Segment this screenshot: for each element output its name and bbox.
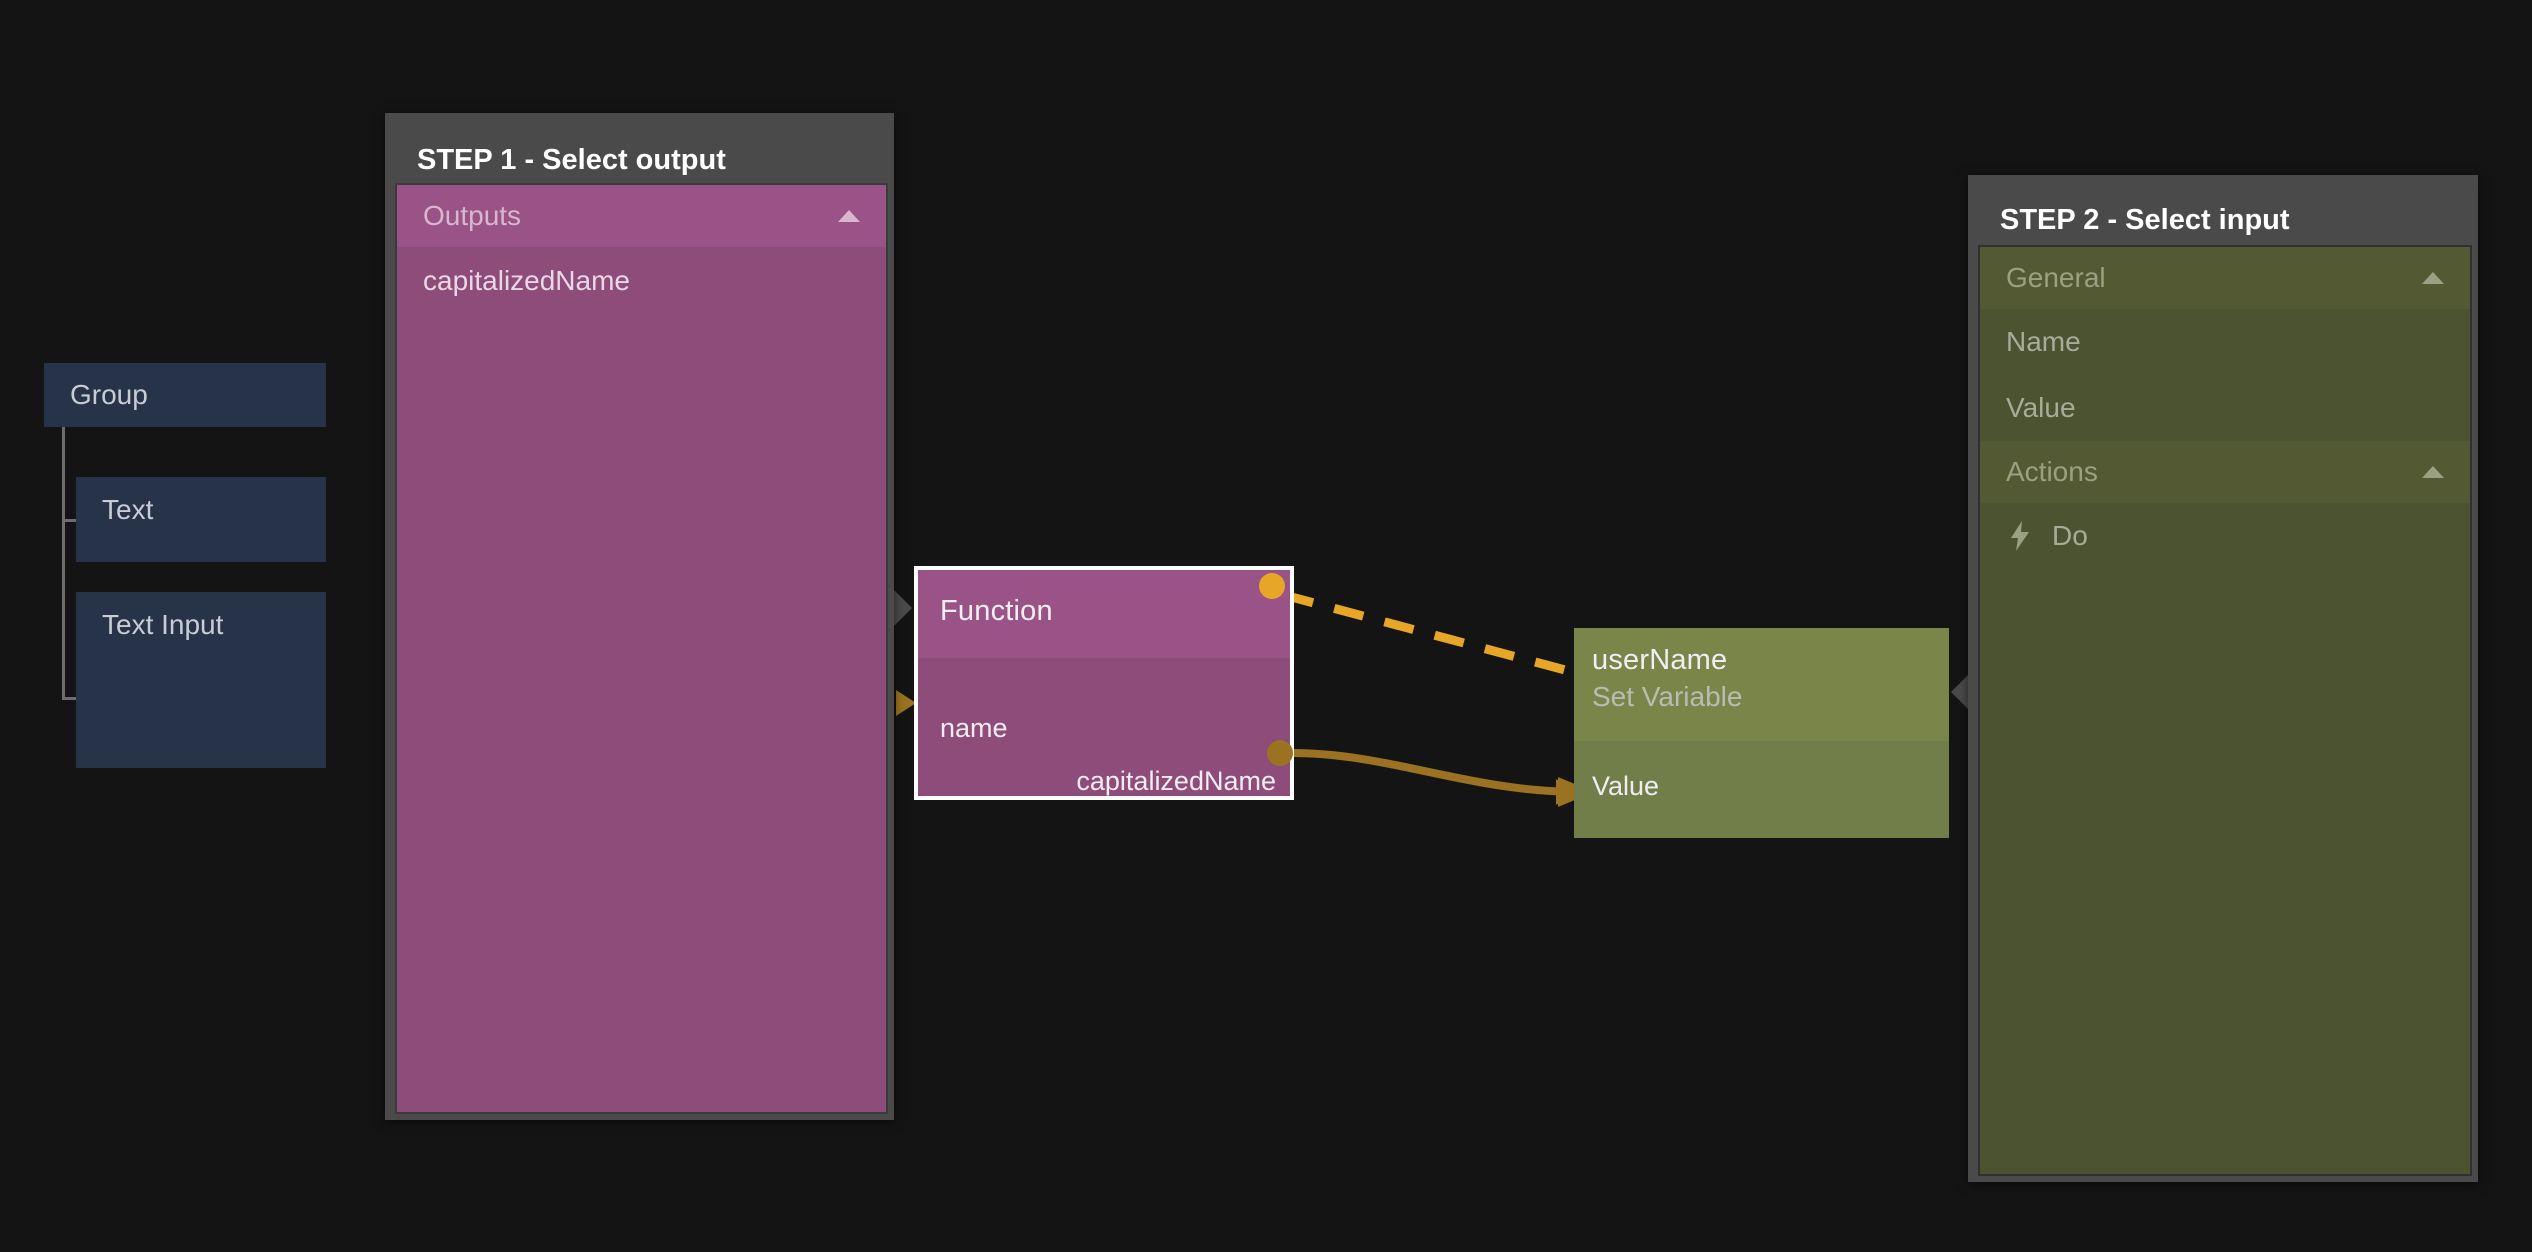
function-node-title: Function [940,595,1053,627]
setvar-exec-in-triangle[interactable] [1951,674,1969,710]
chevron-up-icon[interactable] [2422,272,2444,284]
setvar-value-input-arrow[interactable] [1556,779,1576,805]
step2-group-actions-label: Actions [2006,456,2098,487]
chevron-up-icon[interactable] [2422,466,2444,478]
function-output-capitalizedname-dot[interactable] [1267,740,1293,766]
setvar-node[interactable]: userName Set Variable Value [1574,628,1949,838]
tree-node-text-input-label: Text Input [102,609,224,640]
step2-list[interactable]: General Name Value Actions Do [1978,245,2472,1176]
function-node-body: name capitalizedName [918,658,1290,796]
tree-node-text-label: Text [102,494,154,525]
lightning-bolt-icon [2008,521,2032,551]
function-input-name-label: name [940,713,1008,743]
tree-connector-line [62,427,65,700]
setvar-node-title: userName [1592,644,1728,676]
step1-item-capitalizedname-label: capitalizedName [423,265,630,296]
function-output-capitalizedname-label: capitalizedName [1076,766,1276,796]
step2-title: STEP 2 - Select input [2000,204,2290,236]
setvar-node-header: userName Set Variable [1574,628,1949,741]
step1-list[interactable]: Outputs capitalizedName [395,183,888,1114]
tree-node-text-input[interactable]: Text Input [76,592,326,768]
function-name-input-arrow[interactable] [896,690,916,716]
step2-item-do-label: Do [2052,520,2088,551]
step2-group-general[interactable]: General [1980,247,2470,309]
step1-item-capitalizedname[interactable]: capitalizedName [397,247,886,315]
tree-node-group-label: Group [70,379,148,410]
step1-group-outputs[interactable]: Outputs [397,185,886,247]
step1-group-outputs-label: Outputs [423,200,522,231]
step2-item-value-label: Value [2006,392,2076,423]
step2-item-name-label: Name [2006,326,2081,357]
tree-connector-branch-text-input [62,697,78,700]
function-node[interactable]: Function name capitalizedName [914,566,1294,800]
setvar-node-body: Value [1574,741,1949,838]
function-exec-out-dot[interactable] [1259,573,1285,599]
function-node-header: Function [918,570,1290,658]
tree-connector-branch-text [62,519,78,522]
step1-panel[interactable]: STEP 1 - Select output Outputs capitaliz… [385,113,894,1120]
tree-node-text[interactable]: Text [76,477,326,562]
setvar-node-subtitle: Set Variable [1592,681,1743,712]
step2-item-name[interactable]: Name [1980,309,2470,375]
step2-panel[interactable]: STEP 2 - Select input General Name Value… [1968,175,2478,1182]
function-exec-in-triangle[interactable] [894,590,912,626]
wire-data-solid [1291,749,1581,796]
step1-title: STEP 1 - Select output [417,144,726,176]
step2-item-value[interactable]: Value [1980,375,2470,441]
tree-node-group[interactable]: Group [44,363,326,427]
step2-group-general-label: General [2006,262,2106,293]
setvar-input-value-label: Value [1592,771,1660,801]
step2-item-do[interactable]: Do [1980,503,2470,569]
step2-group-actions[interactable]: Actions [1980,441,2470,503]
chevron-up-icon[interactable] [838,210,860,222]
